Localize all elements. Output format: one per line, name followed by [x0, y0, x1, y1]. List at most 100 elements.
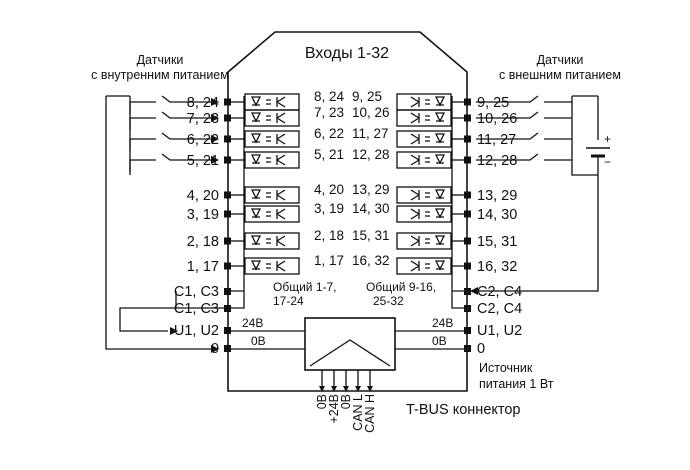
terminal-left-label-6: 2, 18	[187, 234, 219, 250]
optocoupler-left-6-symbol	[250, 235, 286, 247]
internal-sensor-wiring	[106, 95, 219, 175]
battery-arrow	[470, 287, 478, 295]
terminal-0-right	[464, 345, 471, 352]
common-left-label-2: 17-24	[273, 294, 304, 308]
optocoupler-left-3-box	[244, 151, 300, 169]
channel-right-label-4: 13, 29	[352, 182, 390, 197]
tbus-pin-label-1: +24В	[327, 394, 341, 424]
terminal-left-label-0: 8, 24	[187, 95, 219, 111]
terminal-c1c3-b	[224, 305, 231, 312]
common-left-wire	[231, 290, 245, 309]
left-loop-arrow	[170, 327, 178, 335]
optocoupler-right-2-symbol	[410, 133, 446, 145]
terminal-right-label-5: 14, 30	[477, 207, 517, 223]
optocoupler-right-5-box	[396, 205, 452, 223]
terminal-left-0	[224, 98, 231, 106]
terminal-right-1	[464, 114, 471, 122]
internal-sensor-arrow-1	[211, 114, 219, 122]
terminal-left-4	[224, 191, 231, 199]
optocoupler-right-6-box	[396, 232, 452, 250]
channel-right-label-2: 11, 27	[352, 126, 389, 141]
terminal-right-label-2: 11, 27	[477, 132, 516, 148]
optocoupler-left-4-box	[244, 186, 300, 204]
external-sensor-wiring	[476, 95, 598, 176]
terminal-c2c4-a-label: C2, C4	[477, 284, 522, 300]
channel-right-label-3: 12, 28	[352, 147, 390, 162]
internal-sensor-arrow-2	[211, 135, 219, 143]
left-bottom-terminals: C1, C3 C1, C3 U1, U2 0	[174, 284, 245, 357]
terminal-right-label-6: 15, 31	[477, 234, 517, 250]
tbus-pin-label-4: CAN H	[363, 394, 377, 433]
terminal-right-label-7: 16, 32	[477, 259, 517, 275]
power-converter	[304, 317, 396, 371]
terminal-right-5	[464, 210, 471, 218]
terminal-left-3	[224, 156, 231, 164]
optocoupler-left-1-box	[244, 109, 300, 127]
battery-plus: +	[604, 132, 611, 146]
optocoupler-left-3-symbol	[250, 154, 286, 166]
optocoupler-left-2-box	[244, 130, 300, 148]
common-left-label: Общий 1-7,	[273, 280, 337, 294]
optocoupler-right-3-box	[396, 151, 452, 169]
converter-symbol	[309, 339, 391, 367]
optocoupler-right-0-symbol	[410, 96, 446, 108]
terminal-left-label-1: 7, 23	[187, 111, 219, 127]
terminal-left-label-2: 6, 22	[187, 132, 219, 148]
left-loop-wire	[119, 307, 224, 332]
channel-left-label-5: 3, 19	[314, 201, 344, 216]
terminal-right-6	[464, 237, 471, 245]
tbus-pin-arrow-0	[319, 386, 325, 392]
sensors-internal-label-2: с внутренним питанием	[91, 68, 229, 82]
right-bottom-terminals: C2, C4 C2, C4 U1, U2 0	[451, 284, 522, 357]
channel-right-label-6: 15, 31	[352, 228, 390, 243]
module-outline	[227, 31, 468, 392]
optocoupler-left-5-box	[244, 205, 300, 223]
terminal-c1c3-b-label: C1, C3	[174, 301, 219, 317]
channel-left-label-0: 8, 24	[314, 89, 345, 104]
internal-sensor-supply	[106, 95, 131, 175]
optocoupler-right-1-box	[396, 109, 452, 127]
sensors-external-label-2: с внешним питанием	[499, 68, 621, 82]
optocoupler-left-1-symbol	[250, 112, 286, 124]
common-right-label: Общий 9-16,	[366, 280, 436, 294]
optocoupler-right-3-symbol	[410, 154, 446, 166]
terminal-right-label-3: 12, 28	[477, 153, 517, 169]
terminal-left-6	[224, 237, 231, 245]
sensors-internal-label: Датчики	[137, 53, 184, 67]
channel-right-label-1: 10, 26	[352, 105, 390, 120]
tbus-label: T-BUS коннектор	[406, 402, 521, 418]
optocoupler-left-7-symbol	[250, 260, 286, 272]
terminal-right-2	[464, 135, 471, 143]
channel-right-label-7: 16, 32	[352, 253, 390, 268]
terminal-left-label-7: 1, 17	[187, 259, 219, 275]
channel-left-label-4: 4, 20	[314, 182, 344, 197]
optocoupler-right-2-box	[396, 130, 452, 148]
optocoupler-right-7-symbol	[410, 260, 446, 272]
channel-left-label-1: 7, 23	[314, 105, 344, 120]
terminal-left-label-5: 3, 19	[187, 207, 219, 223]
terminal-right-label-1: 10, 26	[477, 111, 517, 127]
tbus-pin-label-3: CAN L	[351, 394, 365, 431]
external-sensor-switch-1	[476, 111, 572, 119]
converter-box	[304, 317, 396, 371]
optocoupler-right-5-symbol	[410, 208, 446, 220]
optocoupler-right-4-symbol	[410, 189, 446, 201]
channel-right-label-0: 9, 25	[352, 89, 382, 104]
terminal-left-2	[224, 135, 231, 143]
optocoupler-right-6-symbol	[410, 235, 446, 247]
common-right-label-2: 25-32	[373, 294, 404, 308]
tbus-pin-label-2: 0В	[339, 394, 353, 409]
terminal-right-3	[464, 156, 471, 164]
label-0v-left: 0В	[251, 334, 266, 348]
channel-left-label-6: 2, 18	[314, 228, 344, 243]
terminal-u1u2-left-label: U1, U2	[174, 323, 219, 339]
tbus-pin-arrow-1	[331, 386, 337, 392]
left-zero-wire	[105, 96, 213, 350]
terminal-left-5	[224, 210, 231, 218]
terminal-right-0	[464, 98, 471, 106]
terminal-u1u2-left	[224, 327, 231, 334]
